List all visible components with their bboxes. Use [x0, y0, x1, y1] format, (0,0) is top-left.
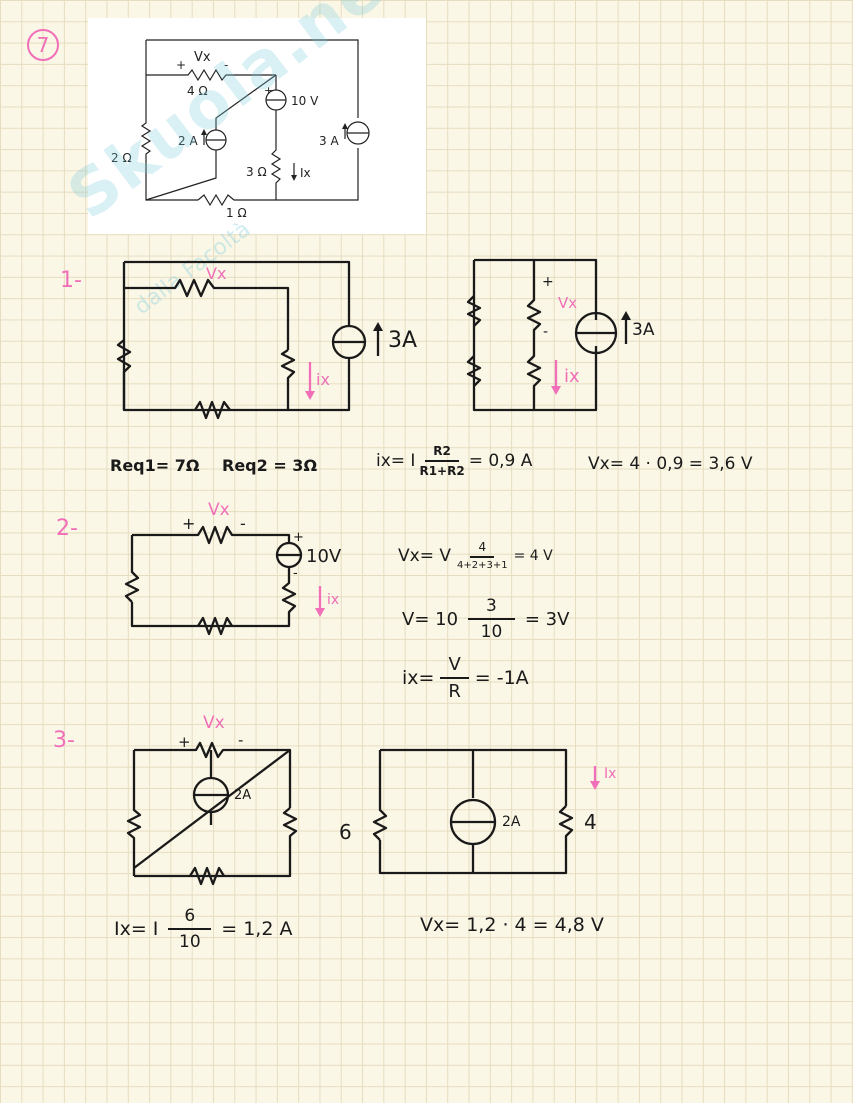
step3-ix-fraction: 6 10 [168, 906, 212, 952]
step2-src-minus: - [293, 566, 298, 581]
step1b-source-label: 3A [632, 320, 655, 340]
step1a-vx: Vx [206, 264, 227, 283]
step1-ix-den: R1+R2 [419, 464, 465, 478]
step3-vx-equation: Vx= 1,2 · 4 = 4,8 V [420, 914, 604, 936]
orig-2a-label: 2 A [178, 134, 198, 148]
step2-src-plus: + [293, 530, 304, 545]
step1b-vx: Vx [558, 294, 578, 312]
orig-vx-plus: + [176, 58, 187, 72]
orig-vx-label: Vx [194, 50, 211, 65]
step2-eq3-fraction: V R [440, 654, 469, 702]
step1-ix-lhs: ix= I [376, 451, 416, 471]
step1-ix-num: R2 [425, 444, 459, 462]
step1-ix-fraction: R2 R1+R2 [419, 444, 464, 478]
step1-ix-result: = 0,9 A [468, 451, 533, 471]
step3a-source-label: 2A [234, 788, 252, 803]
step2-eq1-den: 4+2+3+1 [456, 560, 508, 571]
original-circuit-figure: + Vx - 4 Ω + 10 V 2 Ω 2 A 3 A 3 Ω Ix 1 Ω [88, 18, 426, 234]
orig-ix-label: Ix [300, 166, 311, 180]
step1-req1: Req1= 7Ω [110, 456, 200, 475]
step2-eq1-num: 4 [470, 540, 495, 558]
orig-r3-label: 3 Ω [246, 165, 267, 179]
step3-ix-result: = 1,2 A [221, 918, 293, 940]
step2-eq3-result: = -1A [474, 667, 529, 689]
step3b-right-resistor: 4 [584, 810, 597, 834]
step1b-plus: + [542, 274, 554, 290]
step3-ix-den: 10 [179, 932, 201, 952]
step3-ix-num: 6 [168, 906, 212, 930]
step3-ix-equation: Ix= I 6 10 = 1,2 A [114, 906, 292, 952]
step3b-ix: Ix [604, 766, 617, 782]
step1-req2: Req2 = 3Ω [222, 456, 318, 475]
step2-minus: - [240, 514, 246, 533]
orig-10v-plus: + [264, 84, 274, 97]
step2-ix: ix [327, 592, 340, 608]
orig-3a-label: 3 A [319, 134, 339, 148]
step2-plus: + [182, 514, 196, 533]
step2-eq2-result: = 3V [524, 608, 570, 630]
step2-eq2-lhs: V= 10 [402, 608, 459, 630]
orig-vx-minus: - [224, 58, 229, 72]
step2-eq3-num: V [440, 654, 469, 679]
step3b-left-resistor: 6 [339, 820, 352, 844]
problem-number: 7 [36, 33, 50, 57]
step1a-source-label: 3A [388, 328, 418, 353]
step3-ix-lhs: Ix= I [114, 918, 159, 940]
orig-r4-label: 4 Ω [187, 84, 208, 98]
step3-label: 3- [53, 728, 75, 753]
step1b-minus: - [543, 324, 549, 340]
step1-ix-equation: ix= I R2 R1+R2 = 0,9 A [376, 444, 532, 478]
step2-eq1-lhs: Vx= V [398, 545, 451, 566]
step3a-minus: - [238, 731, 244, 749]
step2-eq1: Vx= V 4 4+2+3+1 = 4 V [398, 540, 553, 571]
original-circuit-svg [140, 39, 370, 207]
step2-eq3: ix= V R = -1A [402, 654, 529, 702]
orig-r1-label: 1 Ω [226, 206, 247, 220]
step2-eq2-fraction: 3 10 [468, 596, 515, 642]
step2-eq3-den: R [448, 681, 461, 702]
step2-eq2: V= 10 3 10 = 3V [402, 596, 569, 642]
step3a-vx: Vx [203, 713, 225, 733]
step3a-plus: + [178, 733, 191, 751]
step2-eq2-num: 3 [468, 596, 515, 620]
step2-label: 2- [56, 516, 78, 541]
problem-number-badge: 7 [27, 29, 59, 61]
step2-vx: Vx [208, 500, 230, 520]
step1-label: 1- [60, 268, 82, 293]
step1b-ix: ix [564, 366, 580, 387]
step2-eq2-den: 10 [480, 622, 503, 642]
orig-10v-label: 10 V [291, 94, 319, 108]
step3b-source-label: 2A [502, 814, 521, 830]
step2-eq1-fraction: 4 4+2+3+1 [457, 540, 508, 571]
orig-r2-label: 2 Ω [111, 151, 132, 165]
step2-eq3-lhs: ix= [402, 667, 435, 689]
step1-vx-equation: Vx= 4 · 0,9 = 3,6 V [588, 454, 753, 474]
step1a-ix: ix [316, 370, 330, 389]
step2-eq1-result: = 4 V [513, 547, 553, 564]
step2-source-label: 10V [306, 546, 342, 567]
